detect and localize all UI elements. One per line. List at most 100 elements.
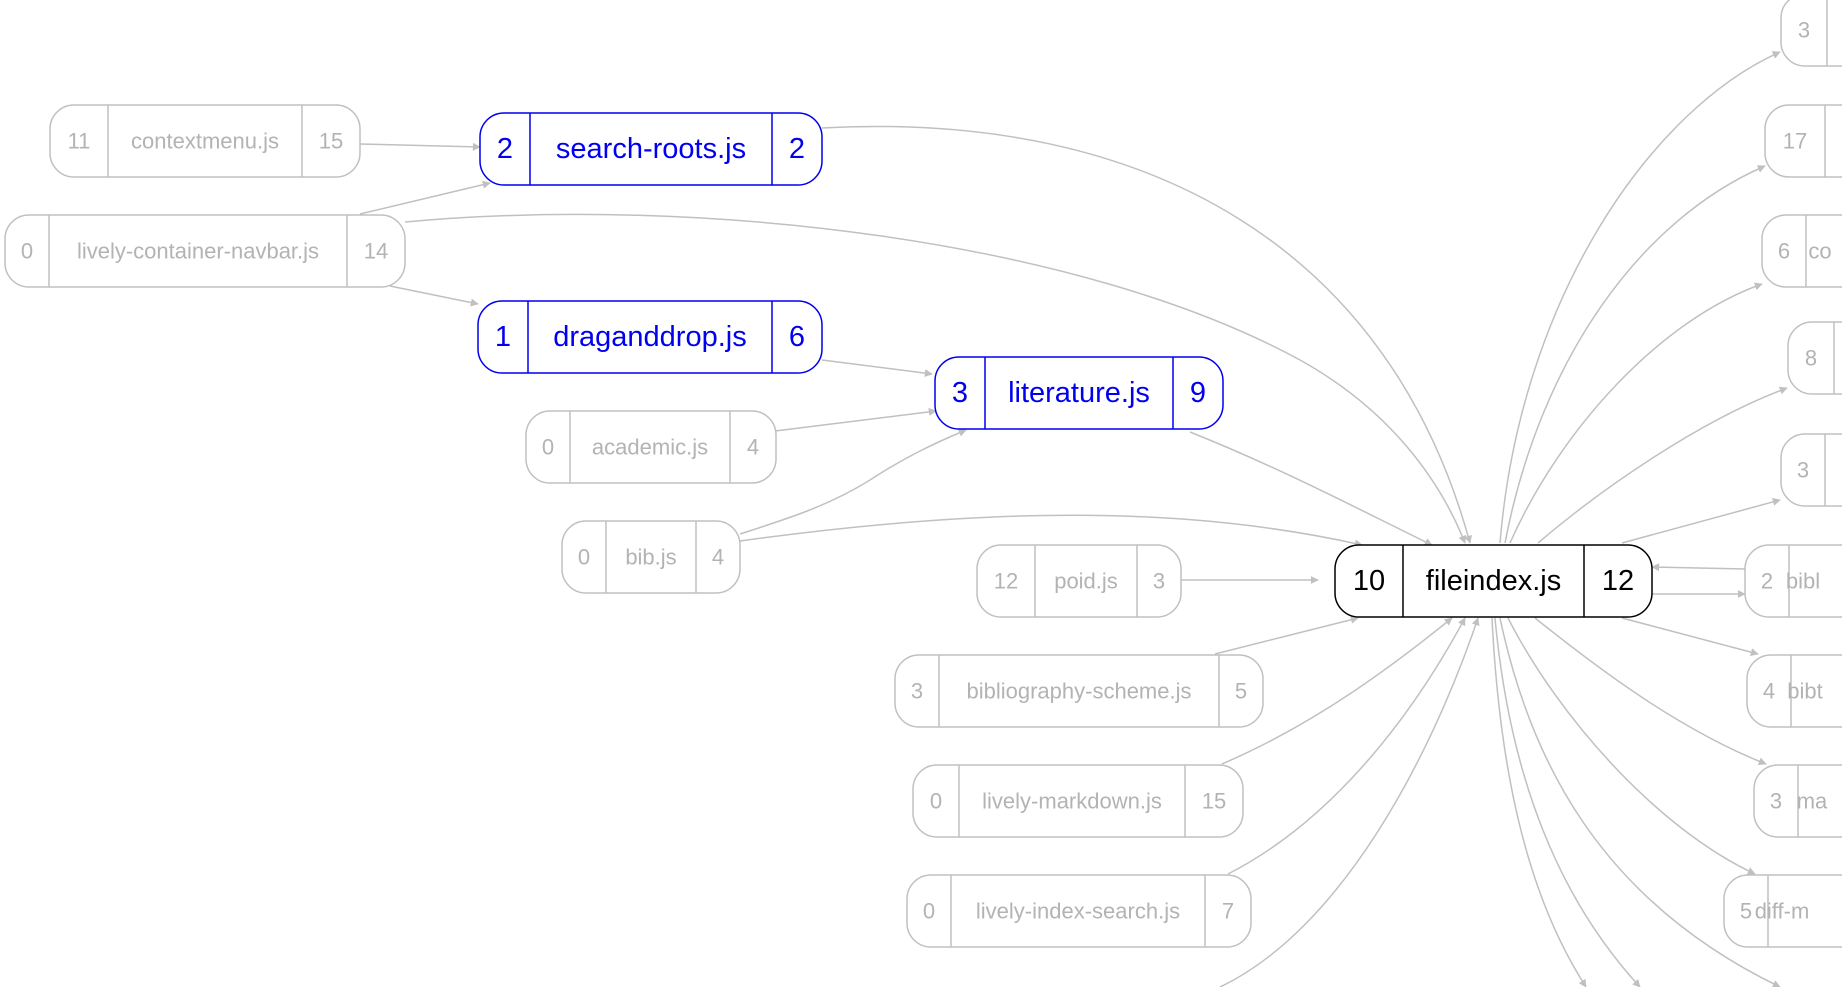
- node-box: [1764, 104, 1842, 178]
- node-r3[interactable]: 6 co: [1761, 214, 1842, 288]
- node-box: [1746, 654, 1842, 728]
- edge-navbar-search-roots: [359, 180, 491, 215]
- node-in-count: 11: [68, 129, 91, 154]
- node-in-count: 3: [952, 377, 968, 409]
- node-name: lively-container-navbar.js: [77, 239, 319, 264]
- node-name: academic.js: [592, 435, 708, 460]
- node-box: [1334, 544, 1653, 618]
- edge-fileindex-r2: [1504, 165, 1766, 544]
- node-in-count: 1: [495, 321, 511, 353]
- edges: [359, 51, 1788, 987]
- node-r5[interactable]: 3: [1780, 433, 1842, 507]
- node-box: [49, 104, 361, 178]
- node-draganddrop[interactable]: 1 draganddrop.js 6: [477, 300, 823, 374]
- node-out-count: 7: [1222, 899, 1234, 924]
- node-in-count: 2: [497, 133, 513, 165]
- node-in-count: 0: [578, 545, 590, 570]
- node-in-count: 8: [1805, 346, 1817, 371]
- node-box: [1723, 874, 1842, 948]
- node-box: [1787, 321, 1842, 395]
- edge-fileindex-r4: [1537, 386, 1788, 544]
- node-name: ma: [1797, 789, 1828, 814]
- node-name: lively-index-search.js: [976, 899, 1180, 924]
- node-out-count: 6: [789, 321, 805, 353]
- edge-fileindex-offscreen-1: [1499, 617, 1781, 987]
- node-name: fileindex.js: [1426, 565, 1561, 597]
- node-name: literature.js: [1008, 377, 1150, 409]
- edge-fileindex-r3: [1509, 282, 1763, 544]
- node-box: [976, 544, 1182, 618]
- node-academic[interactable]: 0 academic.js 4: [525, 410, 777, 484]
- node-out-count: 12: [1602, 565, 1634, 597]
- node-name: bibt: [1787, 679, 1822, 704]
- node-r2[interactable]: 17: [1764, 104, 1842, 178]
- edge-offscreen-fileindex: [1219, 617, 1480, 987]
- edge-fileindex-offscreen-3: [1491, 617, 1587, 987]
- node-bib[interactable]: 0 bib.js 4: [561, 520, 741, 594]
- node-name: bibliography-scheme.js: [967, 679, 1192, 704]
- node-r8[interactable]: 3 ma: [1753, 764, 1842, 838]
- node-r4[interactable]: 8: [1787, 321, 1842, 395]
- edge-academic-literature: [774, 407, 937, 432]
- node-name: poid.js: [1054, 569, 1118, 594]
- node-in-count: 3: [1797, 458, 1809, 483]
- node-box: [934, 356, 1224, 430]
- node-out-count: 4: [712, 545, 724, 570]
- edge-fileindex-r7: [1621, 617, 1759, 657]
- node-box: [525, 410, 777, 484]
- edge-fileindex-r1: [1499, 51, 1781, 544]
- node-literature[interactable]: 3 literature.js 9: [934, 356, 1224, 430]
- node-indexsearch[interactable]: 0 lively-index-search.js 7: [906, 874, 1252, 948]
- edge-search-roots-fileindex: [821, 125, 1472, 544]
- node-box: [4, 214, 406, 288]
- edge-fileindex-r5: [1621, 498, 1781, 544]
- edge-navbar-draganddrop: [389, 285, 479, 307]
- edge-fileindex-offscreen-2: [1494, 617, 1641, 987]
- node-name: bib.js: [625, 545, 676, 570]
- edge-draganddrop-literature: [821, 359, 933, 378]
- node-in-count: 2: [1761, 569, 1773, 594]
- node-in-count: 0: [542, 435, 554, 460]
- node-name: draganddrop.js: [553, 321, 746, 353]
- node-in-count: 6: [1778, 239, 1790, 264]
- node-name: search-roots.js: [556, 133, 746, 165]
- node-box: [1780, 433, 1842, 507]
- node-in-count: 4: [1763, 679, 1775, 704]
- node-r7[interactable]: 4 bibt: [1746, 654, 1842, 728]
- edge-literature-fileindex: [1189, 431, 1433, 546]
- node-out-count: 5: [1235, 679, 1247, 704]
- node-fileindex[interactable]: 10 fileindex.js 12: [1334, 544, 1653, 618]
- edge-fileindex-r8: [1534, 617, 1767, 766]
- node-box: [479, 112, 823, 186]
- edge-bib-fileindex: [739, 514, 1363, 548]
- node-name: co: [1808, 239, 1831, 264]
- edge-markdown-fileindex: [1221, 617, 1453, 765]
- node-in-count: 17: [1783, 129, 1807, 154]
- edge-indexsearch-fileindex: [1227, 617, 1466, 875]
- node-in-count: 3: [1770, 789, 1782, 814]
- node-out-count: 14: [364, 239, 388, 264]
- node-name: contextmenu.js: [131, 129, 279, 154]
- edge-fileindex-r9: [1507, 617, 1756, 875]
- node-in-count: 0: [923, 899, 935, 924]
- edge-contextmenu-search-roots: [359, 142, 481, 151]
- node-box: [906, 874, 1252, 948]
- node-out-count: 9: [1190, 377, 1206, 409]
- node-out-count: 4: [747, 435, 759, 460]
- edge-bibscheme-fileindex: [1214, 615, 1359, 655]
- node-out-count: 3: [1153, 569, 1165, 594]
- node-in-count: 5: [1740, 899, 1752, 924]
- node-r1[interactable]: 3: [1780, 0, 1842, 67]
- node-in-count: 10: [1353, 565, 1385, 597]
- node-in-count: 0: [930, 789, 942, 814]
